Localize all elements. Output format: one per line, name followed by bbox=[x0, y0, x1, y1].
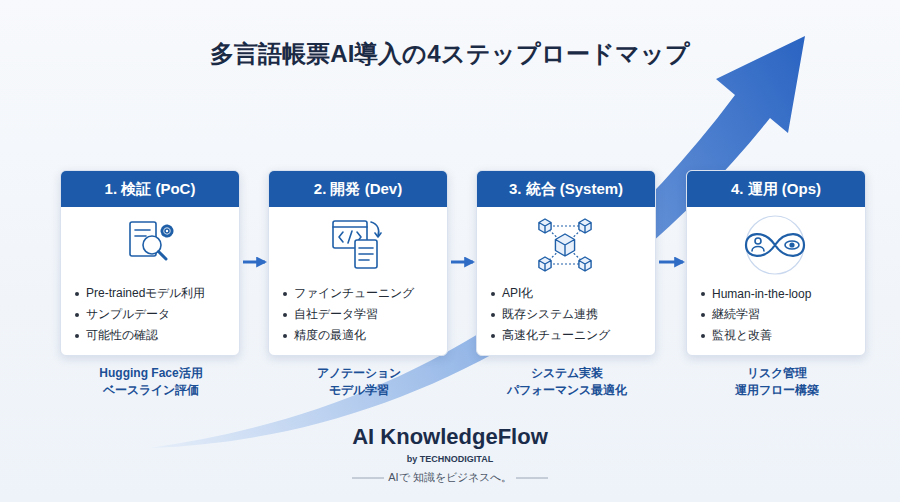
step-header: 1. 検証 (PoC) bbox=[61, 171, 239, 207]
bullet-row: 継続学習 bbox=[701, 304, 859, 325]
step-arrow bbox=[243, 261, 265, 264]
bullet-text: サンプルデータ bbox=[86, 306, 170, 323]
bullet-text: 既存システム連携 bbox=[502, 306, 598, 323]
bullet-list: API化既存システム連携高速化チューニング bbox=[491, 283, 649, 346]
bullet-row: 監視と改善 bbox=[701, 325, 859, 346]
bullet-row: API化 bbox=[491, 283, 649, 304]
bullet-dot bbox=[491, 292, 495, 296]
step-arrow bbox=[451, 261, 473, 264]
bullet-row: 精度の最適化 bbox=[283, 325, 441, 346]
bullet-text: 高速化チューニング bbox=[502, 327, 610, 344]
bullet-list: Pre-trainedモデル利用サンプルデータ可能性の確認 bbox=[75, 283, 233, 346]
tagline-rule bbox=[516, 478, 548, 479]
bullet-dot bbox=[283, 334, 287, 338]
bullet-row: 既存システム連携 bbox=[491, 304, 649, 325]
bullet-text: Human-in-the-loop bbox=[712, 287, 811, 301]
bullet-text: 監視と改善 bbox=[712, 327, 772, 344]
brand-byline: by TECHNODIGITAL bbox=[0, 454, 900, 464]
bullet-row: 可能性の確認 bbox=[75, 325, 233, 346]
step-caption: リスク管理 運用フロー構築 bbox=[712, 365, 842, 399]
bullet-row: ファインチューニング bbox=[283, 283, 441, 304]
bullet-list: ファインチューニング自社データ学習精度の最適化 bbox=[283, 283, 441, 346]
bullet-text: 継続学習 bbox=[712, 306, 760, 323]
bullet-dot bbox=[75, 334, 79, 338]
step-card: 3. 統合 (System)API化既存システム連携高速化チューニングシステム実… bbox=[476, 170, 656, 356]
step-header: 2. 開発 (Dev) bbox=[269, 171, 447, 207]
bullet-row: サンプルデータ bbox=[75, 304, 233, 325]
bullet-row: Human-in-the-loop bbox=[701, 283, 859, 304]
bullet-dot bbox=[75, 292, 79, 296]
bullet-dot bbox=[283, 292, 287, 296]
step-header: 3. 統合 (System) bbox=[477, 171, 655, 207]
step-card: 4. 運用 (Ops)Human-in-the-loop継続学習監視と改善リスク… bbox=[686, 170, 866, 356]
bullet-text: 精度の最適化 bbox=[294, 327, 366, 344]
bullet-text: 可能性の確認 bbox=[86, 327, 158, 344]
tagline-rule bbox=[352, 478, 384, 479]
brand-tagline: AIで 知識をビジネスへ。 bbox=[0, 470, 900, 485]
bullet-text: ファインチューニング bbox=[294, 285, 414, 302]
bullet-text: 自社データ学習 bbox=[294, 306, 378, 323]
bullet-dot bbox=[283, 313, 287, 317]
bullet-text: API化 bbox=[502, 285, 533, 302]
bullet-dot bbox=[75, 313, 79, 317]
step-card: 2. 開発 (Dev)ファインチューニング自社データ学習精度の最適化アノテーショ… bbox=[268, 170, 448, 356]
bullet-list: Human-in-the-loop 継続学習監視と改善 bbox=[701, 283, 859, 346]
step-arrow bbox=[659, 261, 683, 264]
bullet-row: 自社データ学習 bbox=[283, 304, 441, 325]
step-caption: システム実装 パフォーマンス最適化 bbox=[502, 365, 632, 399]
bullet-row: Pre-trainedモデル利用 bbox=[75, 283, 233, 304]
step-caption: Hugging Face活用 ベースライン評価 bbox=[86, 365, 216, 399]
step-card: 1. 検証 (PoC) Pre-trainedモデル利用サンプルデータ可能性の確認… bbox=[60, 170, 240, 356]
bullet-dot bbox=[701, 334, 705, 338]
bullet-dot bbox=[491, 334, 495, 338]
brand-name: AI KnowledgeFlow bbox=[0, 424, 900, 450]
bullet-dot bbox=[701, 313, 705, 317]
bullet-text: Pre-trainedモデル利用 bbox=[86, 285, 205, 302]
diagram-title: 多言語帳票AI導入の4ステップロードマップ bbox=[0, 38, 900, 70]
bullet-row: 高速化チューニング bbox=[491, 325, 649, 346]
step-caption: アノテーション モデル学習 bbox=[294, 365, 424, 399]
bullet-dot bbox=[701, 292, 705, 296]
bullet-dot bbox=[491, 313, 495, 317]
step-header: 4. 運用 (Ops) bbox=[687, 171, 865, 207]
